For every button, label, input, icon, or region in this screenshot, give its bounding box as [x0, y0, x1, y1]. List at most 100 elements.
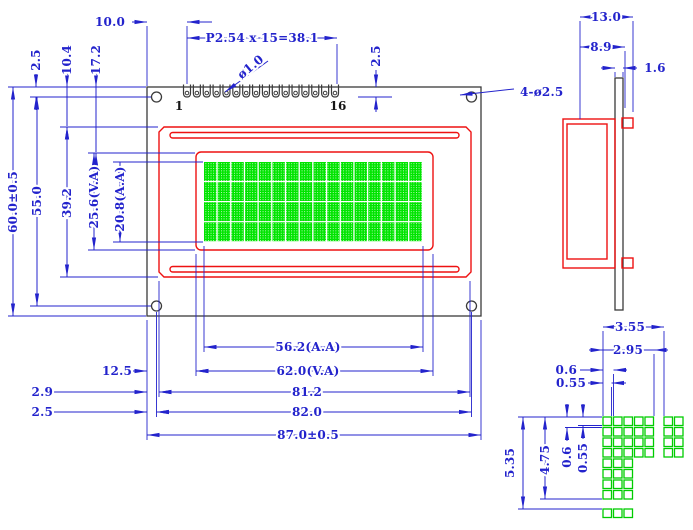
dot-pixel	[602, 489, 613, 500]
pin-hole	[322, 90, 328, 96]
dot-pixel	[644, 416, 655, 427]
char-cell	[327, 222, 340, 242]
dim-pin-hole-dia: ø1.0	[235, 52, 267, 82]
char-cell	[395, 182, 409, 201]
char-cell	[258, 182, 272, 201]
char-cell	[409, 162, 422, 181]
dim-pin-pitch: P2.54 x 15=38.1	[206, 31, 319, 45]
pin-hole	[263, 90, 269, 96]
char-cell	[258, 162, 272, 181]
pin-hole	[204, 90, 210, 96]
dim-char-pitch-h: 3.55	[615, 320, 645, 334]
dot-pixel	[623, 508, 634, 519]
char-cell	[313, 222, 326, 242]
dot-pixel	[633, 426, 644, 437]
dim-va-height: 25.6(V.A)	[87, 165, 101, 228]
bezel-side-outer	[562, 118, 616, 269]
pin-pad	[192, 84, 201, 98]
char-cell	[409, 222, 422, 242]
dot-pixel	[673, 447, 684, 458]
dot-pixel	[644, 447, 655, 458]
pin-hole	[214, 90, 219, 96]
dot-pixel	[644, 437, 655, 448]
bezel-slot-bottom	[169, 265, 460, 273]
char-cell	[368, 162, 381, 181]
char-cell	[368, 222, 381, 242]
dot-pixel	[602, 437, 613, 448]
dim-hole-top-left: 2.5	[29, 49, 43, 70]
bezel-outline	[158, 126, 472, 278]
char-cell	[327, 162, 340, 181]
char-cell	[340, 202, 354, 222]
char-cell	[231, 182, 244, 201]
char-cell	[204, 162, 217, 181]
pcb-outline	[146, 86, 482, 317]
pin-hole	[253, 90, 259, 96]
mount-hole-top-left	[150, 91, 163, 103]
char-cell	[354, 202, 367, 222]
char-cell	[231, 202, 244, 222]
pcb-side	[614, 77, 624, 311]
char-cell	[327, 182, 340, 201]
dim-window-left: 12.5	[102, 364, 132, 378]
char-cell	[286, 162, 299, 181]
char-cell	[395, 202, 409, 222]
dim-hole-left: 2.5	[32, 405, 53, 419]
dim-hole-top-right: 2.5	[369, 45, 383, 66]
char-cell	[245, 162, 258, 181]
dot-pixel	[623, 468, 634, 479]
char-cell	[368, 182, 381, 201]
active-area-cells	[204, 162, 422, 242]
bezel-side-inner	[566, 123, 608, 260]
char-cell	[204, 202, 217, 222]
pin-pad	[311, 84, 320, 98]
char-cell	[286, 222, 299, 242]
dot-pixel	[633, 437, 644, 448]
dot-pixel	[673, 416, 684, 427]
dim-char-pitch-v: 5.35	[503, 448, 517, 478]
dim-dot-width: 0.55	[556, 376, 586, 390]
char-cell	[217, 162, 231, 181]
dim-dot-pitch-h: 0.6	[556, 363, 577, 377]
dim-char-height: 4.75	[538, 445, 552, 475]
char-cell	[245, 202, 258, 222]
dot-pixel	[663, 416, 674, 427]
dim-va-width: 62.0(V.A)	[276, 364, 339, 378]
char-cell	[245, 182, 258, 201]
dot-pixel	[612, 508, 623, 519]
pin-pad	[222, 84, 231, 98]
pin-hole	[234, 90, 239, 96]
pin-hole	[312, 90, 318, 96]
pin-16-label: 16	[330, 99, 347, 113]
front-view: 1 16	[146, 84, 482, 317]
dim-char-width: 2.95	[613, 343, 643, 357]
dot-pixel	[663, 437, 674, 448]
dot-pixel	[623, 416, 634, 427]
char-cell	[381, 222, 395, 242]
char-cell	[204, 222, 217, 242]
dot-pixel	[602, 447, 613, 458]
dot-pixel	[633, 416, 644, 427]
char-cell	[299, 162, 313, 181]
char-cell	[258, 202, 272, 222]
char-cell	[286, 182, 299, 201]
dim-overall-width: 87.0±0.5	[277, 428, 339, 442]
char-cell	[272, 222, 285, 242]
dim-aa-height: 20.8(A.A)	[113, 166, 127, 231]
pin-pad	[261, 84, 271, 98]
dim-mount-holes: 4-ø2.5	[520, 85, 563, 99]
dim-hole-span-v: 55.0	[30, 186, 44, 216]
pin-pad	[242, 84, 251, 98]
pin-hole	[293, 90, 298, 96]
dot-pixel	[673, 426, 684, 437]
bezel-tab-top	[621, 117, 634, 129]
char-cell	[395, 222, 409, 242]
char-cell	[286, 202, 299, 222]
pin-pad	[232, 84, 241, 98]
dot-pixel	[623, 458, 634, 469]
pin-pad	[321, 84, 330, 98]
mount-hole-leader	[459, 88, 515, 96]
dim-bezel-width: 81.2	[292, 385, 322, 399]
dot-pixel	[612, 437, 623, 448]
